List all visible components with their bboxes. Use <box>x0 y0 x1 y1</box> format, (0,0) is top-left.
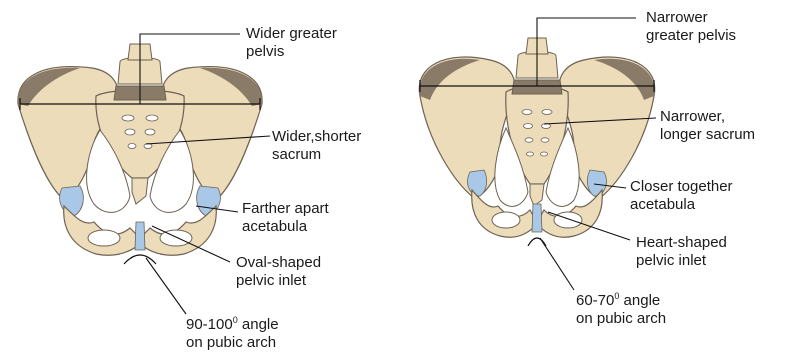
male-label-pubic-angle: 60-700 angle on pubic arch <box>576 292 666 328</box>
male-label-pelvic-inlet-line2: pelvic inlet <box>636 252 727 270</box>
female-label-pubic-angle: 90-1000 angle on pubic arch <box>186 316 279 352</box>
female-label-pubic-angle-line1: 90-1000 angle <box>186 316 279 334</box>
female-label-acetabula: Farther apart acetabula <box>242 200 329 236</box>
female-label-greater-pelvis-line2: pelvis <box>246 43 337 61</box>
male-pubic-arch-angle <box>528 238 546 246</box>
female-label-pelvic-inlet-line1: Oval-shaped <box>236 254 321 272</box>
male-label-sacrum-line1: Narrower, <box>660 108 755 126</box>
male-label-greater-pelvis-line2: greater pelvis <box>646 27 736 45</box>
female-label-greater-pelvis-line1: Wider greater <box>246 25 337 43</box>
female-obturator-left <box>88 230 120 246</box>
male-obturator-left <box>492 212 520 228</box>
male-obturator-right <box>554 212 582 228</box>
male-label-sacrum-line2: longer sacrum <box>660 126 755 144</box>
female-coccyx <box>132 178 148 204</box>
male-label-pelvic-inlet-line1: Heart-shaped <box>636 234 727 252</box>
female-angle-value: 90-100 <box>186 316 233 333</box>
male-label-pubic-angle-line2: on pubic arch <box>576 310 666 328</box>
male-pubic-symphysis <box>532 204 542 232</box>
female-label-pelvic-inlet-line2: pelvic inlet <box>236 272 321 290</box>
female-pubic-arch-angle <box>124 255 156 264</box>
female-pubic-symphysis <box>135 222 145 250</box>
male-label-acetabula-line2: acetabula <box>630 196 733 214</box>
female-label-pelvic-inlet: Oval-shaped pelvic inlet <box>236 254 321 290</box>
male-label-greater-pelvis: Narrower greater pelvis <box>646 9 736 45</box>
male-angle-suffix: angle <box>619 292 660 309</box>
male-label-sacrum: Narrower, longer sacrum <box>660 108 755 144</box>
male-label-acetabula: Closer together acetabula <box>630 178 733 214</box>
female-label-sacrum-line2: sacrum <box>272 146 361 164</box>
male-angle-value: 60-70 <box>576 292 614 309</box>
female-label-acetabula-line2: acetabula <box>242 218 329 236</box>
female-label-sacrum: Wider,shorter sacrum <box>272 128 361 164</box>
female-label-acetabula-line1: Farther apart <box>242 200 329 218</box>
female-angle-suffix: angle <box>238 316 279 333</box>
male-coccyx <box>530 184 544 206</box>
male-label-pubic-angle-line1: 60-700 angle <box>576 292 666 310</box>
male-label-greater-pelvis-line1: Narrower <box>646 9 736 27</box>
male-label-acetabula-line1: Closer together <box>630 178 733 196</box>
female-label-greater-pelvis: Wider greater pelvis <box>246 25 337 61</box>
male-label-pelvic-inlet: Heart-shaped pelvic inlet <box>636 234 727 270</box>
female-label-pubic-angle-line2: on pubic arch <box>186 334 279 352</box>
female-label-sacrum-line1: Wider,shorter <box>272 128 361 146</box>
